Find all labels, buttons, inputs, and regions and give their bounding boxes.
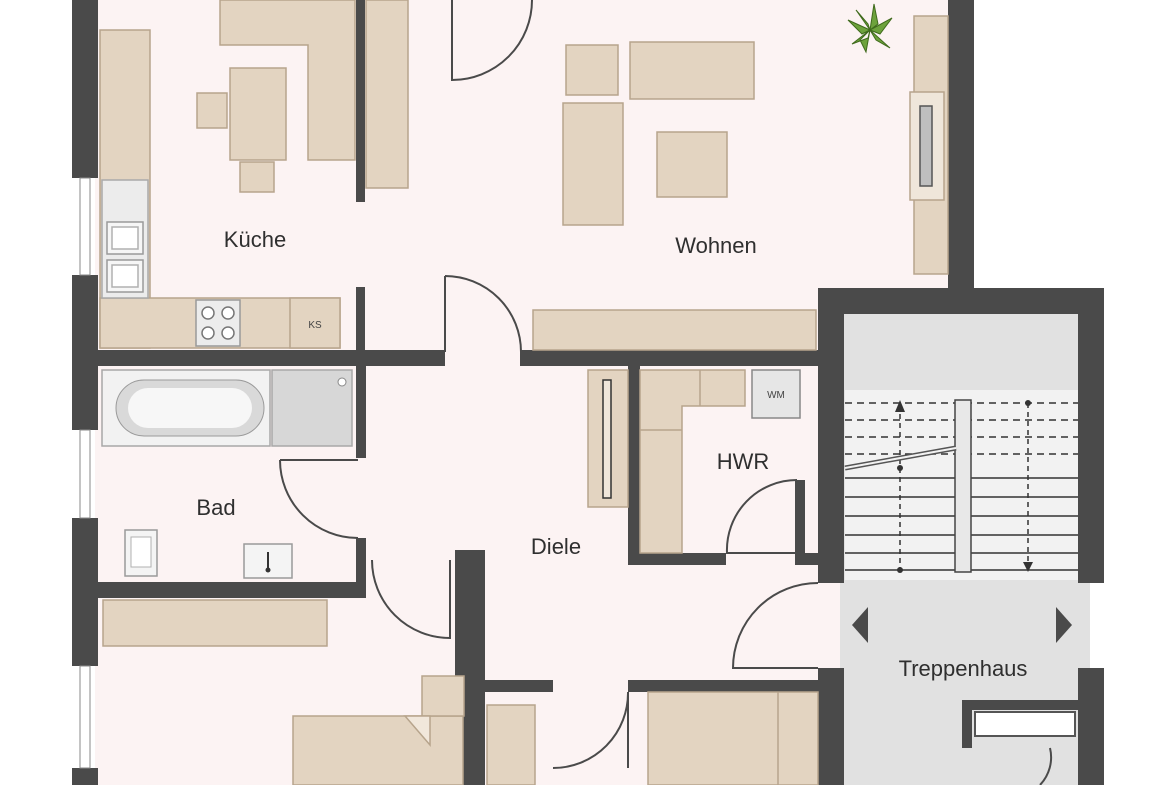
mirror-panel xyxy=(602,379,612,499)
stair-rail xyxy=(954,399,972,573)
cabinet-living xyxy=(365,0,409,189)
windows xyxy=(79,177,91,769)
washing-machine xyxy=(751,369,801,419)
doors xyxy=(279,0,1053,785)
window-kitchen xyxy=(79,177,91,276)
sofa-side xyxy=(562,102,624,226)
coffee-table xyxy=(656,131,728,198)
walls xyxy=(72,0,1104,785)
wall-stairwell-east-top xyxy=(1078,288,1104,583)
dining-table xyxy=(229,67,287,161)
wall-west-bottom xyxy=(72,768,98,785)
label-treppenhaus: Treppenhaus xyxy=(899,656,1028,681)
bed-fold xyxy=(403,715,431,748)
arrow-left-icon xyxy=(852,607,868,643)
wall-west-mid xyxy=(72,275,98,430)
door-hall-bedroom xyxy=(371,559,451,640)
dresser xyxy=(647,691,819,785)
fridge-label: KS xyxy=(308,320,322,331)
chair-left xyxy=(196,92,228,129)
wall-bath-south xyxy=(95,582,365,598)
wall-kitchen-south xyxy=(95,350,445,366)
pillow xyxy=(421,675,465,717)
toilet-icon xyxy=(124,529,158,577)
label-hwr: HWR xyxy=(717,449,770,474)
plant-icon xyxy=(847,3,893,54)
wall-hwr-east-stub xyxy=(795,480,805,565)
door-bath xyxy=(279,459,359,539)
wall-stairwell-west-top xyxy=(818,288,844,583)
room-labels: Küche Wohnen Bad Diele HWR Treppenhaus xyxy=(196,227,1027,681)
wall-living-east xyxy=(948,0,974,290)
door-hwr xyxy=(725,478,798,554)
stairwell-arrows xyxy=(852,607,1072,643)
door-entry-living xyxy=(451,0,533,82)
door-stairwell xyxy=(731,582,819,669)
wall-bath-east-bottom xyxy=(356,538,366,598)
wall-bedroom-north-left xyxy=(483,680,553,692)
tv-screen xyxy=(919,105,933,187)
wall-stairwell-north xyxy=(818,288,1102,314)
shower-drain xyxy=(337,377,347,387)
bath-cabinet xyxy=(102,599,328,647)
wall-hwr-west xyxy=(628,366,640,561)
stairwell-niche-fixture xyxy=(974,711,1076,737)
door-bedroom xyxy=(552,691,630,769)
stair-arrow-icon xyxy=(895,400,1033,573)
bed xyxy=(292,715,464,785)
bathtub-icon xyxy=(101,369,271,447)
staircase xyxy=(844,399,1078,573)
shelf-corner xyxy=(639,369,746,554)
wall-west-top xyxy=(72,0,98,178)
wall-stairwell-niche xyxy=(962,700,1082,710)
wall-west-low xyxy=(72,518,98,666)
label-wohnen: Wohnen xyxy=(675,233,757,258)
sofa-long xyxy=(629,41,755,100)
window-bath xyxy=(79,429,91,519)
wall-stairwell-niche-side xyxy=(962,700,972,748)
washbasin xyxy=(243,543,293,579)
window-bedroom xyxy=(79,665,91,769)
wall-kitchen-stub xyxy=(356,287,365,352)
armchair xyxy=(565,44,619,96)
chair-bottom xyxy=(239,161,275,193)
stove-icon xyxy=(195,299,241,347)
nightstand xyxy=(486,704,536,785)
wall-kitchen-living-divider xyxy=(356,0,365,202)
wall-bedroom-north-right xyxy=(628,680,823,692)
wall-hwr-south-right xyxy=(795,553,823,565)
washer-label: WM xyxy=(767,390,785,401)
label-bad: Bad xyxy=(196,495,235,520)
wall-bath-east-top xyxy=(356,366,366,458)
wall-living-south xyxy=(520,350,820,366)
hall-furniture xyxy=(102,369,819,785)
fridge xyxy=(289,297,341,349)
kitchen-furniture xyxy=(99,0,409,349)
label-kueche: Küche xyxy=(224,227,286,252)
living-furniture xyxy=(532,15,949,351)
wall-stairwell-east-bottom xyxy=(1078,668,1104,785)
sink-icon xyxy=(106,221,144,293)
bath-furniture xyxy=(101,369,353,579)
wall-hwr-south xyxy=(628,553,726,565)
sideboard xyxy=(532,309,817,351)
door-niche xyxy=(1039,747,1053,785)
corner-bench xyxy=(219,0,356,161)
arrow-right-icon xyxy=(1056,607,1072,643)
label-diele: Diele xyxy=(531,534,581,559)
door-living xyxy=(444,275,522,353)
